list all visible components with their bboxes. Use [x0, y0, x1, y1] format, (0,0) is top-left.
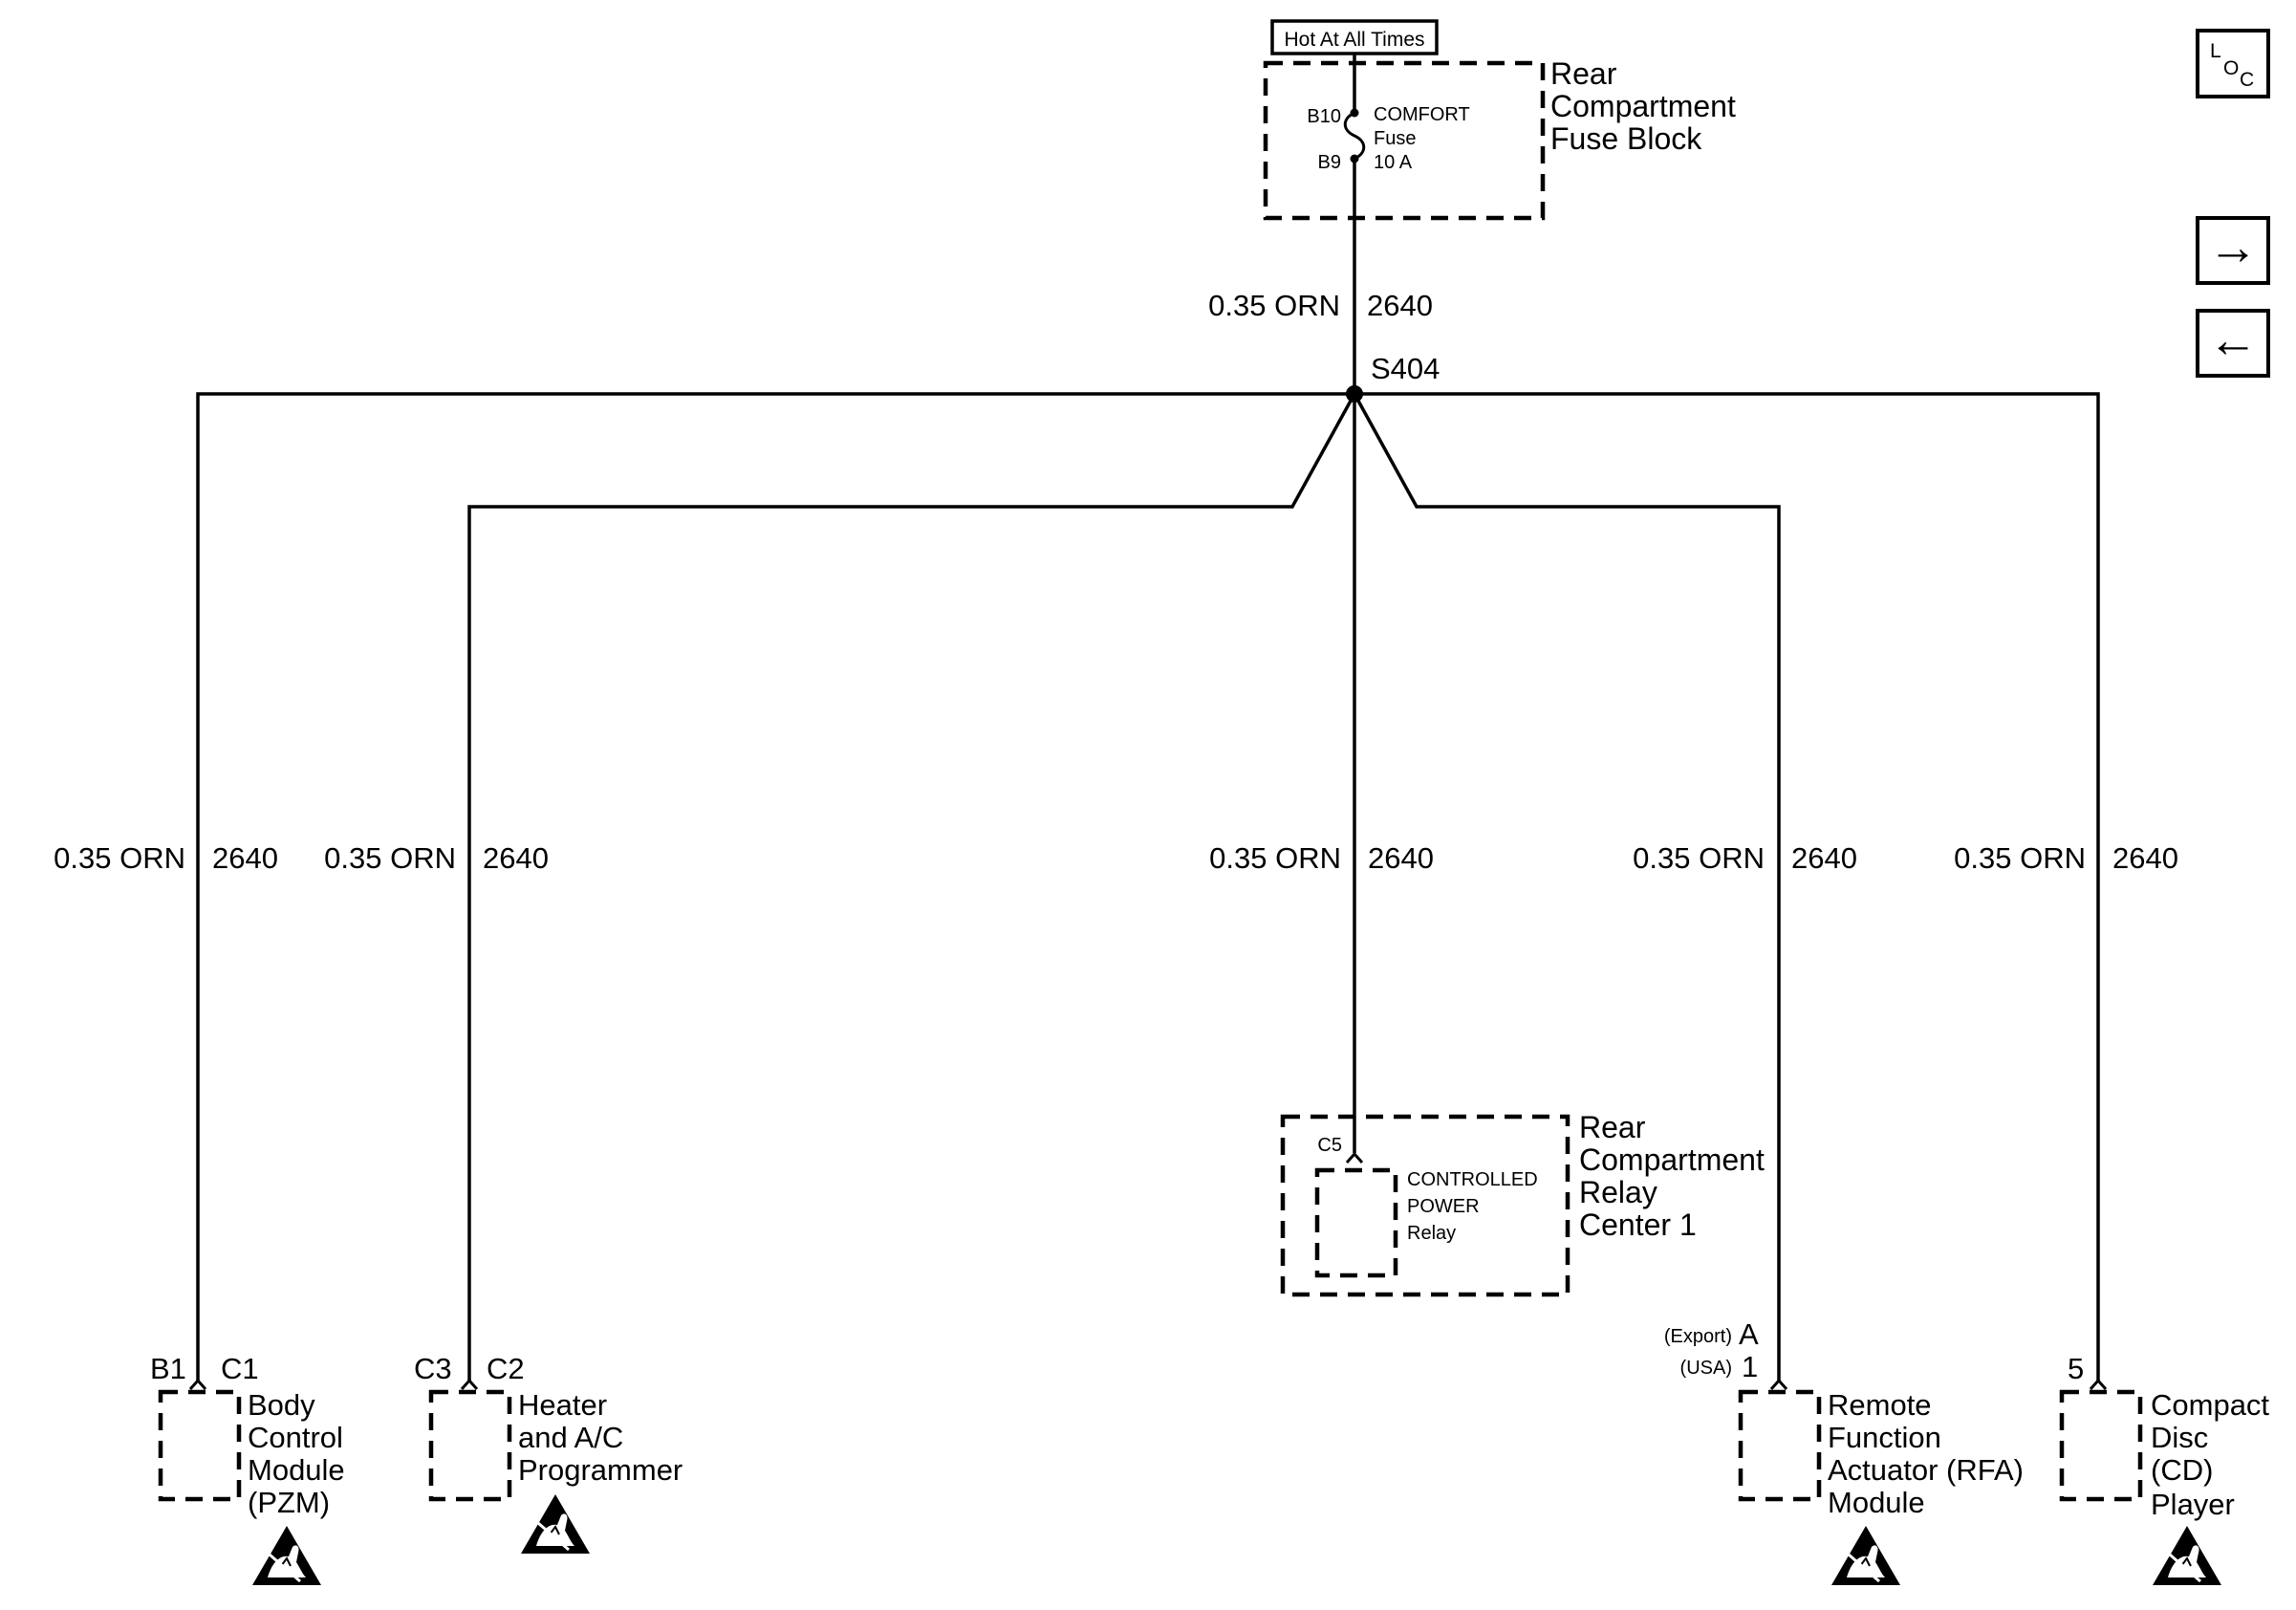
branch-wires [196, 392, 2100, 1382]
fuse-block-title-2: Compartment [1550, 89, 1736, 123]
bcm-connector-b1: B1 [150, 1352, 186, 1385]
prev-arrow-icon: ← [2208, 313, 2258, 368]
component-body-control-module: B1 C1 Body Control Module (PZM) [150, 1352, 345, 1587]
rfa-name-4: Module [1828, 1486, 1925, 1519]
rfa-export-label: (Export) [1664, 1326, 1732, 1347]
esd-warning-icon [2151, 1524, 2223, 1587]
prev-page-button[interactable]: ← [2196, 309, 2270, 378]
bcm-connector-c1: C1 [221, 1352, 259, 1385]
fuse-block-title-3: Fuse Block [1550, 121, 1702, 156]
relay-center-title-1: Rear [1579, 1110, 1646, 1144]
component-heater-ac-programmer: C3 C2 Heater and A/C Programmer [414, 1352, 682, 1556]
rfa-name-1: Remote [1828, 1388, 1932, 1422]
rear-relay-center: C5 CONTROLLED POWER Relay Rear Compartme… [1280, 1110, 1765, 1297]
relay-name-2: POWER [1407, 1196, 1480, 1217]
component-rfa-module: (Export) A (USA) 1 Remote Function Actua… [1664, 1317, 2024, 1587]
locator-c: C [2240, 69, 2254, 91]
splice-label: S404 [1371, 352, 1440, 385]
rfa-usa-label: (USA) [1680, 1358, 1732, 1379]
rear-fuse-block: B10 B9 COMFORT Fuse 10 A Rear Compartmen… [1263, 54, 1736, 221]
bcm-name-2: Control [248, 1421, 343, 1454]
esd-warning-icon [1830, 1524, 1902, 1587]
relay-center-title-4: Center 1 [1579, 1208, 1697, 1242]
feed-wire-color: 0.35 ORN [1208, 289, 1340, 322]
hot-at-all-times-tag: Hot At All Times [1270, 19, 1439, 55]
locator-l: L [2210, 40, 2221, 62]
wire-label-relay-circuit: 2640 [1368, 841, 1434, 875]
bcm-name-3: Module [248, 1453, 345, 1487]
hvac-name-1: Heater [518, 1388, 607, 1422]
hot-tag-label: Hot At All Times [1284, 29, 1424, 51]
cd-name-1: Compact [2151, 1388, 2269, 1422]
cd-name-2: Disc [2151, 1421, 2208, 1454]
fuse-rating: 10 A [1374, 152, 1413, 173]
fuse-block-title-1: Rear [1550, 56, 1617, 91]
wire-label-cd-color: 0.35 ORN [1954, 841, 2086, 875]
wire-label-hvac-color: 0.35 ORN [324, 841, 456, 875]
hvac-connector-c2: C2 [487, 1352, 525, 1385]
bcm-name-1: Body [248, 1388, 315, 1422]
wire-label-rfa-circuit: 2640 [1791, 841, 1857, 875]
cd-name-3: (CD) [2151, 1453, 2213, 1487]
hvac-name-2: and A/C [518, 1421, 623, 1454]
wire-label-bcm-circuit: 2640 [212, 841, 278, 875]
feed-wire-circuit: 2640 [1367, 289, 1433, 322]
rfa-name-2: Function [1828, 1421, 1941, 1454]
esd-warning-icon [519, 1492, 592, 1556]
fuse-type: Fuse [1374, 128, 1416, 149]
locator-o: O [2223, 57, 2239, 79]
wire-label-hvac-circuit: 2640 [483, 841, 549, 875]
component-cd-player: 5 Compact Disc (CD) Player [2059, 1352, 2269, 1587]
wire-label-relay-color: 0.35 ORN [1209, 841, 1341, 875]
locator-button[interactable]: L O C [2196, 29, 2270, 98]
relay-name-1: CONTROLLED [1407, 1169, 1538, 1190]
next-page-button[interactable]: → [2196, 216, 2270, 285]
next-arrow-icon: → [2208, 220, 2258, 275]
esd-warning-icon [250, 1524, 323, 1587]
fuse-pin-b10: B10 [1307, 106, 1341, 127]
fuse-name: COMFORT [1374, 104, 1470, 125]
cd-pin-5: 5 [2068, 1352, 2084, 1385]
hvac-name-3: Programmer [518, 1453, 682, 1487]
wire-label-bcm-color: 0.35 ORN [54, 841, 185, 875]
fuse-pin-b9: B9 [1318, 152, 1341, 173]
wire-label-cd-circuit: 2640 [2112, 841, 2178, 875]
bcm-name-4: (PZM) [248, 1486, 330, 1519]
relay-connector-c5: C5 [1317, 1135, 1342, 1156]
relay-center-title-3: Relay [1579, 1175, 1657, 1209]
locator-icon: L O C [2210, 40, 2254, 91]
relay-name-3: Relay [1407, 1223, 1456, 1244]
rfa-usa-pin: 1 [1742, 1350, 1758, 1383]
wire-label-rfa-color: 0.35 ORN [1633, 841, 1765, 875]
hvac-connector-c3: C3 [414, 1352, 452, 1385]
cd-name-4: Player [2151, 1488, 2235, 1521]
relay-center-title-2: Compartment [1579, 1142, 1765, 1177]
rfa-export-pin: A [1739, 1317, 1759, 1351]
rfa-name-3: Actuator (RFA) [1828, 1453, 2024, 1487]
